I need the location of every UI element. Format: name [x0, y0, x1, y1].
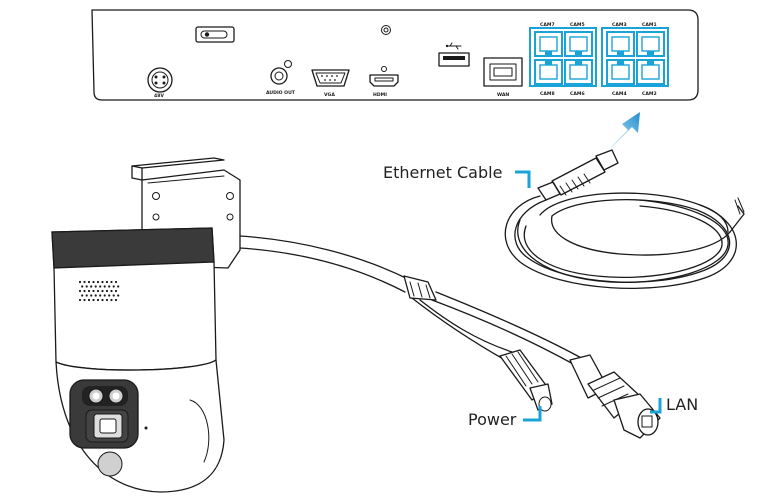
- audio-out-port: AUDIO OUT: [266, 60, 296, 96]
- audio-out-label: AUDIO OUT: [266, 90, 296, 96]
- grille-dot: [103, 285, 106, 288]
- grille-dot: [105, 289, 109, 293]
- grille-dot: [110, 298, 113, 302]
- grille-dot: [96, 280, 100, 284]
- grille-dot: [99, 285, 102, 288]
- grille-dot: [108, 285, 111, 288]
- ptz-camera: [51, 157, 241, 493]
- grille-dot: [108, 294, 111, 297]
- lan-connector: [569, 354, 661, 439]
- hdmi-label: HDMI: [373, 92, 387, 98]
- grille-dot: [96, 289, 100, 293]
- grille-dot: [90, 294, 93, 297]
- camera-port-label: CAM5: [570, 22, 585, 28]
- grille-dot: [117, 285, 120, 288]
- grille-dot: [99, 294, 102, 297]
- grille-dot: [87, 298, 91, 302]
- wan-port: WAN: [483, 57, 523, 98]
- grille-dot: [85, 294, 88, 297]
- camera-port: [534, 59, 563, 85]
- dc-power-label: 48V: [154, 93, 164, 99]
- grille-dot: [94, 294, 97, 297]
- camera-port: [606, 59, 635, 85]
- camera-port: [564, 31, 593, 57]
- grille-dot: [92, 289, 95, 293]
- grille-dot: [81, 294, 84, 297]
- ethernet-cable-label: Ethernet Cable: [383, 163, 502, 182]
- grille-dot: [101, 280, 104, 284]
- camera-port-label: CAM1: [642, 22, 657, 28]
- grille-dot: [112, 285, 115, 288]
- camera-pigtail-cable: [239, 235, 661, 439]
- camera-port-label: CAM4: [612, 91, 627, 97]
- lan-label: LAN: [666, 395, 698, 414]
- camera-port: [636, 59, 665, 85]
- nvr-rear-panel: 48V AUDIO OUT VGA HDMI: [91, 9, 699, 101]
- grille-dot: [87, 289, 91, 293]
- wan-label: WAN: [497, 92, 509, 98]
- grille-dot: [78, 298, 82, 302]
- grille-dot: [83, 280, 86, 284]
- camera-port-label: CAM8: [540, 91, 555, 97]
- grille-dot: [110, 280, 113, 284]
- ethernet-cable: [504, 149, 745, 290]
- camera-port: [636, 31, 665, 57]
- grille-dot: [105, 298, 109, 302]
- grille-dot: [78, 280, 82, 284]
- grille-dot: [110, 289, 113, 293]
- grille-dot: [94, 285, 97, 288]
- power-connector: [499, 349, 553, 412]
- usb-port: [438, 42, 470, 67]
- ground-screw-icon: [381, 25, 391, 35]
- grille-dot: [87, 280, 91, 284]
- vga-port: VGA: [311, 69, 350, 98]
- camera-port: [564, 59, 593, 85]
- ethernet-callout: Ethernet Cable: [383, 163, 531, 188]
- grille-dot: [112, 294, 115, 297]
- grille-dot: [114, 289, 118, 293]
- camera-lens: [69, 379, 139, 449]
- grille-dot: [83, 298, 86, 302]
- hdmi-port: HDMI: [369, 66, 399, 98]
- grille-dot: [90, 285, 93, 288]
- camera-port-label: CAM6: [570, 91, 585, 97]
- grille-dot: [101, 298, 104, 302]
- power-switch: [195, 26, 235, 43]
- dc-power-port: 48V: [147, 67, 173, 99]
- power-callout: Power: [468, 406, 542, 429]
- grille-dot: [103, 294, 106, 297]
- usb-icon: [445, 42, 462, 50]
- camera-port-label: CAM2: [642, 91, 657, 97]
- power-label: Power: [468, 410, 517, 429]
- grille-dot: [81, 285, 84, 288]
- grille-dot: [92, 280, 95, 284]
- speaker-grille: [78, 280, 120, 302]
- grille-dot: [78, 289, 82, 293]
- connection-arrow: [608, 112, 640, 150]
- grille-dot: [101, 289, 104, 293]
- grille-dot: [83, 289, 86, 293]
- camera-port-label: CAM7: [540, 22, 555, 28]
- camera-port-label: CAM3: [612, 22, 627, 28]
- camera-port: [534, 31, 563, 57]
- lan-callout: LAN: [650, 395, 698, 414]
- grille-dot: [96, 298, 100, 302]
- vga-label: VGA: [324, 92, 335, 98]
- grille-dot: [117, 294, 120, 297]
- grille-dot: [114, 280, 118, 284]
- grille-dot: [92, 298, 95, 302]
- grille-dot: [105, 280, 109, 284]
- grille-dot: [114, 298, 118, 302]
- camera-port: [606, 31, 635, 57]
- rj45-plug-icon: [537, 149, 619, 201]
- grille-dot: [85, 285, 88, 288]
